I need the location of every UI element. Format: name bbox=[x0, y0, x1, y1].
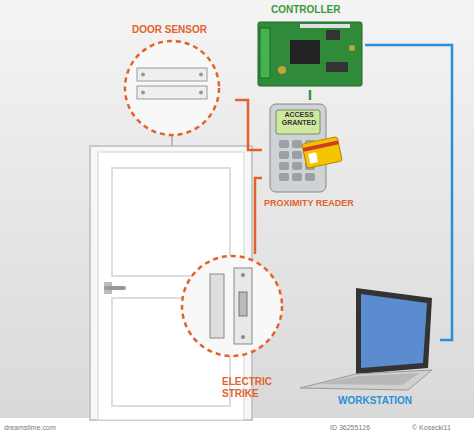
keypad-key bbox=[279, 140, 289, 148]
screen-text: ACCESS GRANTED bbox=[277, 111, 321, 127]
workstation-node: WORKSTATION bbox=[290, 285, 440, 410]
access-card bbox=[302, 137, 342, 169]
door-sensor bbox=[125, 41, 219, 135]
electric-strike bbox=[182, 256, 282, 356]
watermark: © Kosecki11 bbox=[412, 424, 451, 431]
door-sensor-node: DOOR SENSOR bbox=[110, 24, 235, 136]
keypad-key bbox=[279, 173, 289, 181]
keypad-key bbox=[279, 151, 289, 159]
keypad-key bbox=[292, 151, 302, 159]
wire-connector bbox=[365, 45, 452, 340]
watermark: dreamstime.com bbox=[4, 424, 56, 431]
component-label: DOOR SENSOR bbox=[132, 24, 207, 36]
component-label: ELECTRIC STRIKE bbox=[222, 376, 284, 399]
keypad-key bbox=[279, 162, 289, 170]
keypad-key bbox=[292, 173, 302, 181]
controller-board bbox=[258, 22, 362, 86]
component-label: CONTROLLER bbox=[271, 4, 340, 16]
wire-connector bbox=[309, 90, 312, 100]
strike-node: ELECTRIC STRIKE bbox=[180, 254, 290, 402]
keypad-key bbox=[292, 162, 302, 170]
component-label: PROXIMITY READER bbox=[264, 198, 354, 208]
wire-connector bbox=[235, 100, 262, 150]
wire-connector bbox=[255, 178, 262, 254]
controller-node: CONTROLLER bbox=[255, 4, 365, 90]
keypad-key bbox=[292, 140, 302, 148]
keypad-key bbox=[305, 173, 315, 181]
laptop bbox=[300, 288, 432, 390]
watermark: ID 36255126 bbox=[330, 424, 370, 431]
component-label: WORKSTATION bbox=[338, 395, 412, 407]
reader-node: ACCESS GRANTED PROXIMITY READER bbox=[262, 100, 370, 212]
